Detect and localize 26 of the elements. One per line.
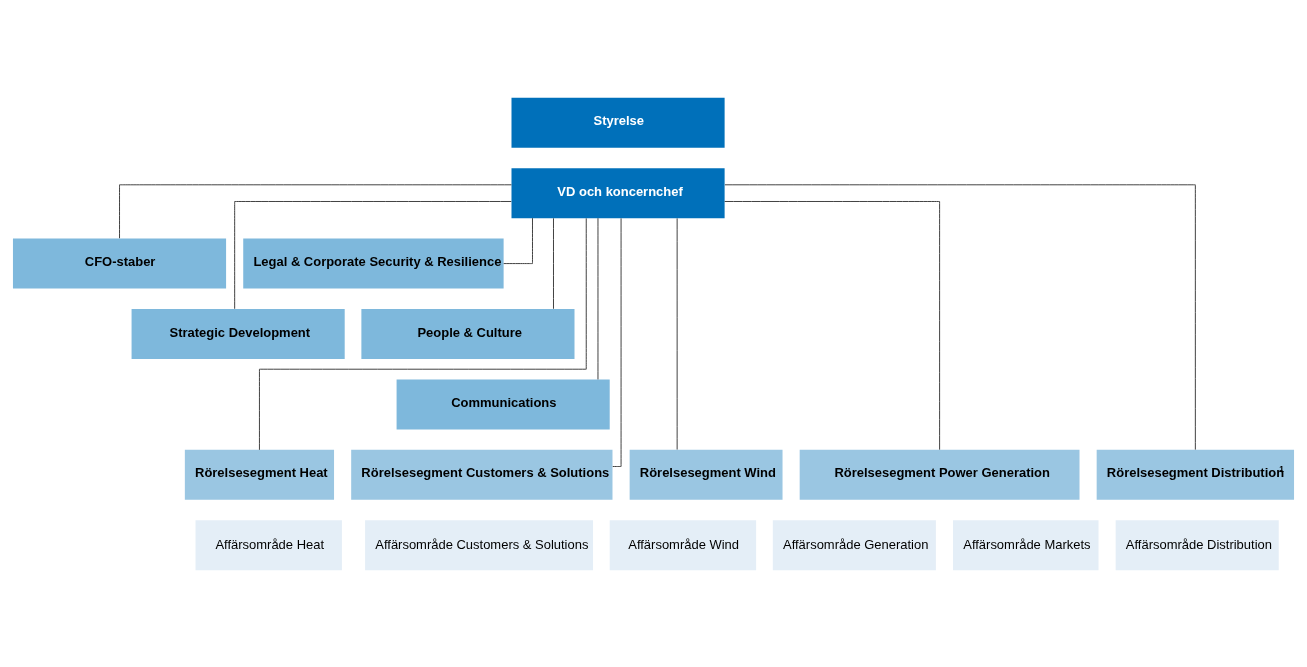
node-box: Communications (396, 378, 610, 429)
node-box: Styrelse (511, 97, 725, 148)
node-box: Affärsområde Customers & Solutions (365, 519, 594, 570)
connector (119, 183, 512, 239)
connector (724, 200, 941, 450)
connector (234, 200, 512, 309)
connector (724, 183, 1196, 450)
connector (503, 217, 533, 264)
connector (259, 217, 587, 450)
node-box: Rörelsesegment Wind (629, 449, 783, 500)
node-box: Rörelsesegment Heat (184, 449, 335, 500)
node-box: Strategic Development (131, 308, 345, 359)
connector (612, 217, 622, 467)
node-box: Affärsområde Heat (195, 519, 342, 570)
node-box: Rörelsesegment Customers & Solutions (351, 449, 613, 500)
connector (676, 217, 678, 450)
node-box: Legal & Corporate Security & Resilience (243, 238, 504, 289)
connector (553, 217, 554, 309)
node-box: Affärsområde Distribution (1115, 519, 1279, 570)
node-box: Affärsområde Generation (772, 519, 936, 570)
node-box: VD och koncernchef (511, 167, 725, 218)
node-box: Affärsområde Markets (953, 519, 1099, 570)
node-box: Affärsområde Wind (609, 519, 757, 570)
node-box: People & Culture (361, 308, 575, 359)
node-box: Rörelsesegment Power Generation (799, 449, 1080, 500)
node-box: CFO-staber (12, 238, 227, 289)
